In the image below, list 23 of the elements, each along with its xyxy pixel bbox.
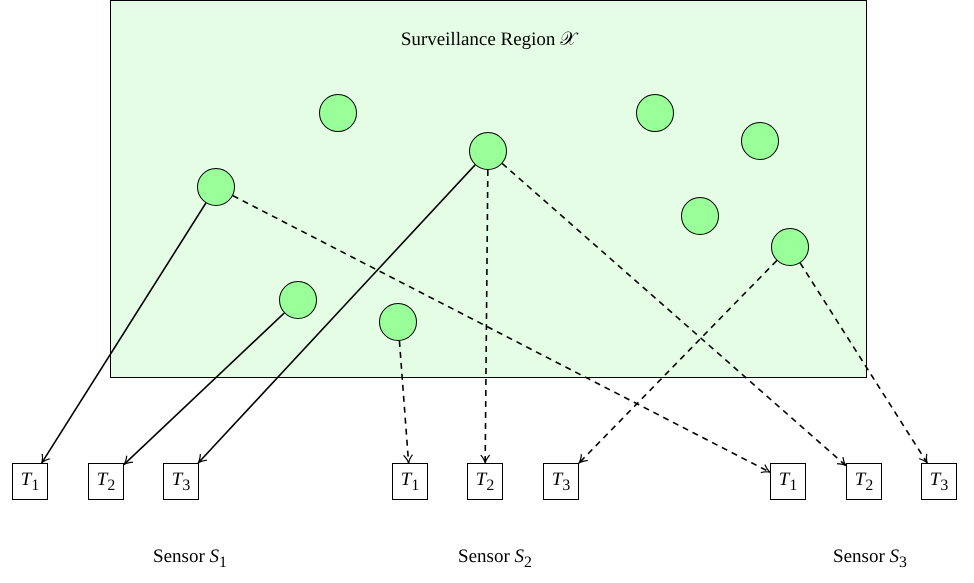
sensor-label: Sensor S$_{1}$ [153,546,227,572]
region-title: Surveillance Region 𝒳 [400,29,580,51]
target-circle [636,94,674,132]
target-circle [741,122,779,160]
region-area [110,0,867,378]
target-circle [771,228,809,266]
target-circle [319,94,357,132]
track-label: T$_{2}$ [88,463,124,500]
target-circle [279,281,317,319]
sensor-label: Sensor S$_{3}$ [833,546,907,572]
track-label: T$_{1}$ [770,463,806,500]
target-circle [379,303,417,341]
track-label: T$_{2}$ [467,463,503,500]
track-label: T$_{3}$ [543,463,579,500]
track-label: T$_{2}$ [846,463,882,500]
target-circle [197,168,235,206]
sensor-label: Sensor S$_{2}$ [458,546,532,572]
target-circle [681,197,719,235]
track-label: T$_{1}$ [12,463,48,500]
target-circle [469,132,507,170]
track-label: T$_{3}$ [163,463,199,500]
track-label: T$_{1}$ [392,463,428,500]
track-label: T$_{3}$ [921,463,957,500]
